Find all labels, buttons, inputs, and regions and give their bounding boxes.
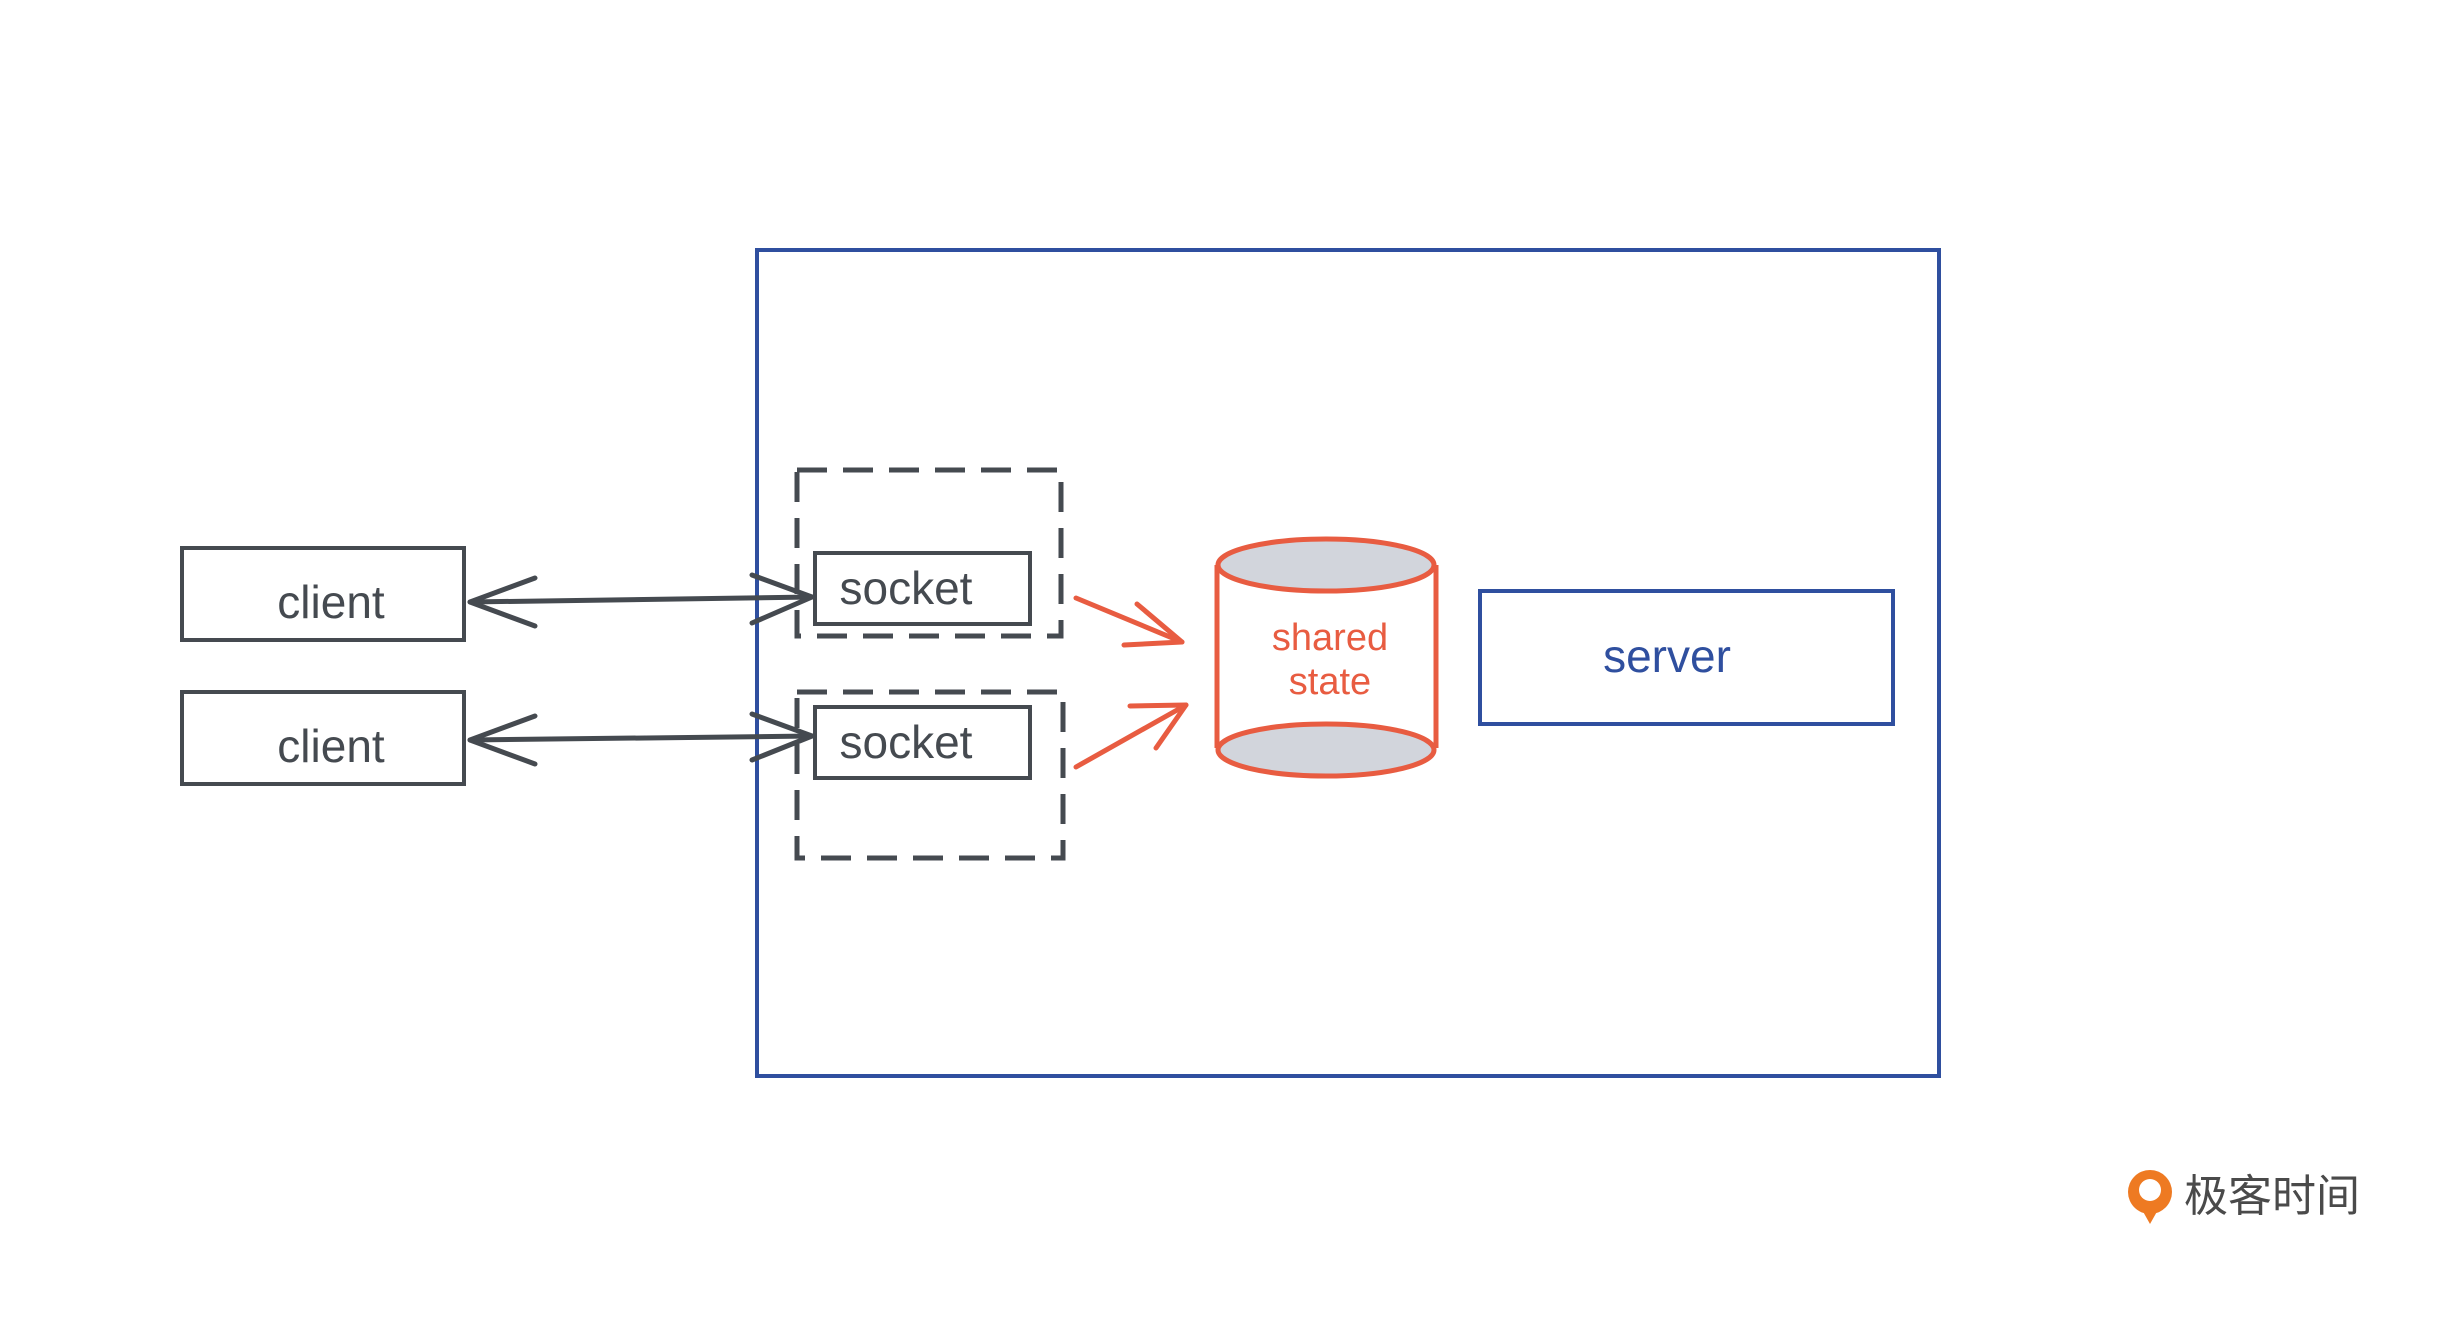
socket-to-state-arrow-1 bbox=[1073, 595, 1185, 648]
socket-group-2 bbox=[794, 689, 1066, 861]
bidirectional-arrow-2 bbox=[467, 711, 815, 767]
bidirectional-arrow-1 bbox=[467, 572, 815, 629]
socket-group-1 bbox=[794, 467, 1064, 639]
client-box-1 bbox=[180, 546, 466, 642]
socket-label-2: socket bbox=[840, 716, 973, 768]
shared-state-label-line1: shared bbox=[1272, 617, 1388, 659]
socket-box-2 bbox=[813, 705, 1032, 780]
server-label: server bbox=[1603, 630, 1731, 682]
brand-text: 极客时间 bbox=[2184, 1171, 2360, 1222]
shared-state-label-line2: state bbox=[1289, 661, 1371, 703]
socket-label-1: socket bbox=[840, 562, 973, 614]
server-box bbox=[1478, 589, 1895, 726]
socket-to-state-arrow-2 bbox=[1073, 702, 1189, 770]
client-box-2 bbox=[180, 690, 466, 786]
geektime-logo-icon bbox=[2128, 1170, 2172, 1224]
server-container bbox=[755, 248, 1941, 1078]
client-label-1: client bbox=[277, 576, 385, 628]
shared-state-cylinder bbox=[1214, 536, 1439, 779]
client-label-2: client bbox=[277, 720, 385, 772]
socket-box-1 bbox=[813, 551, 1032, 626]
